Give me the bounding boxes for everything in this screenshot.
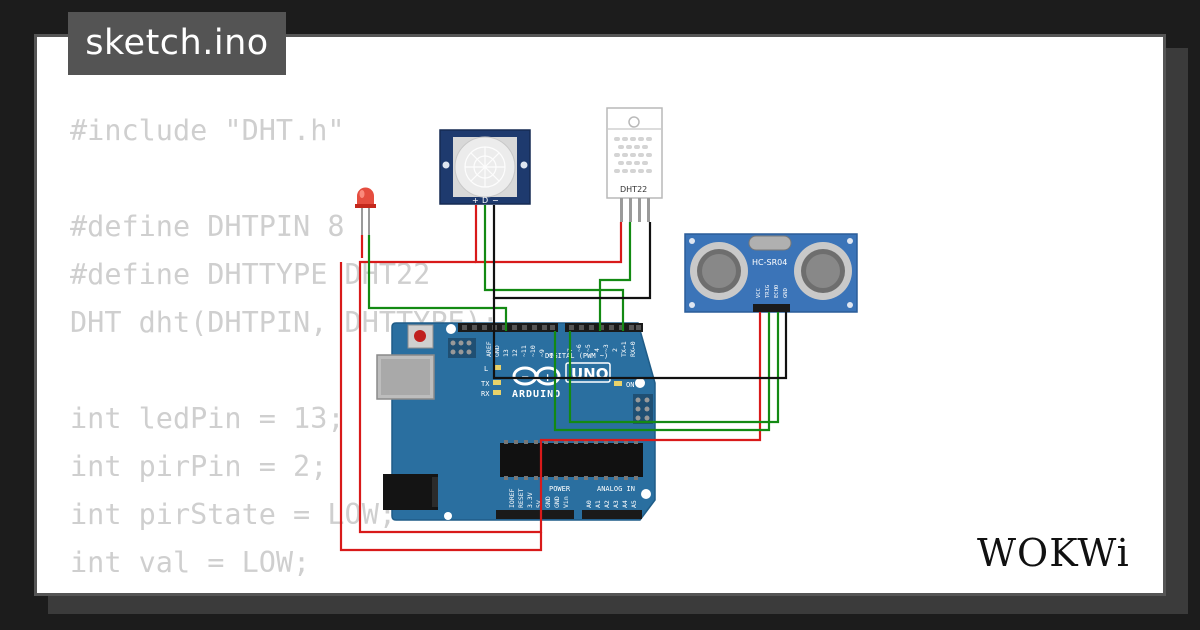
wokwi-logo: WOKWi bbox=[977, 531, 1130, 575]
pin-label: A4 bbox=[621, 500, 629, 508]
pin-label: GND bbox=[553, 496, 561, 508]
code-line: #include "DHT.h" bbox=[70, 114, 345, 147]
pin-label: TX→1 bbox=[620, 341, 628, 357]
code-line: #define DHTPIN 8 bbox=[70, 210, 345, 243]
sonar-pin-label: ECHO bbox=[774, 285, 780, 298]
dht-label: DHT22 bbox=[620, 185, 647, 194]
arduino-uno-board[interactable]: AREF GND 13 12 ~11 ~10 ~9 8 7 ~6 ~5 4 ~3… bbox=[376, 322, 656, 521]
power-header-label: POWER bbox=[549, 485, 571, 493]
pir-pin-gnd: − bbox=[492, 196, 499, 205]
file-title: sketch.ino bbox=[68, 12, 286, 75]
pin-label: A0 bbox=[585, 500, 593, 508]
pin-label: Vin bbox=[562, 496, 570, 508]
led-label-on: ON bbox=[626, 381, 634, 389]
pin-label: ~5 bbox=[584, 344, 592, 352]
pin-label: 8 bbox=[547, 353, 555, 357]
pin-label: ~9 bbox=[538, 349, 546, 357]
pin-label: 3.3V bbox=[526, 492, 534, 508]
code-line: int ledPin = 13; bbox=[70, 402, 345, 435]
pir-motion-sensor[interactable]: + D − bbox=[439, 129, 531, 205]
pin-label: 2 bbox=[611, 348, 619, 352]
digital-header-label: DIGITAL (PWM ~) bbox=[545, 352, 608, 360]
wokwi-logo-text: WOKWi bbox=[977, 531, 1130, 575]
board-brand: ARDUINO bbox=[512, 389, 561, 400]
pin-label: ~6 bbox=[575, 344, 583, 352]
code-line: int pirPin = 2; bbox=[70, 450, 328, 483]
led-label-l: L bbox=[484, 365, 488, 373]
pin-label: GND bbox=[544, 496, 552, 508]
dht22-sensor[interactable]: DHT22 bbox=[606, 107, 663, 222]
board-model: UNO bbox=[571, 365, 609, 383]
pin-label: ~10 bbox=[529, 345, 537, 357]
code-line: int val = LOW; bbox=[70, 546, 311, 579]
pin-label: RESET bbox=[517, 488, 525, 508]
wires bbox=[339, 205, 788, 552]
led-label-rx: RX bbox=[481, 390, 490, 398]
pir-pin-d: D bbox=[482, 196, 488, 205]
pir-pin-vcc: + bbox=[472, 196, 479, 205]
led-label-tx: TX bbox=[481, 380, 490, 388]
analog-header-label: ANALOG IN bbox=[597, 485, 635, 493]
pin-label: A2 bbox=[603, 500, 611, 508]
arduino-infinity-logo bbox=[512, 366, 561, 386]
red-led[interactable] bbox=[355, 187, 376, 235]
pin-label: 13 bbox=[502, 349, 510, 357]
hc-sr04-ultrasonic-sensor[interactable]: HC-SR04 VCC TRIG ECHO GND bbox=[684, 233, 858, 313]
pin-label: ~11 bbox=[520, 345, 528, 357]
sonar-pin-label: VCC bbox=[756, 288, 762, 298]
sonar-pin-label: TRIG bbox=[765, 285, 771, 298]
sonar-label: HC-SR04 bbox=[752, 258, 787, 267]
sonar-pin-label: GND bbox=[783, 288, 789, 298]
pin-label: GND bbox=[493, 345, 501, 357]
code-line: #define DHTTYPE DHT22 bbox=[70, 258, 431, 291]
pin-label: RX←0 bbox=[629, 341, 637, 357]
pin-label: A5 bbox=[630, 500, 638, 508]
pin-label: 12 bbox=[511, 349, 519, 357]
pin-label: A1 bbox=[594, 500, 602, 508]
pin-label: 5V bbox=[535, 500, 543, 508]
pin-label: A3 bbox=[612, 500, 620, 508]
pin-label: IOREF bbox=[508, 488, 516, 508]
pin-label: 4 bbox=[593, 348, 601, 352]
pin-label: AREF bbox=[485, 341, 493, 357]
pin-label: ~3 bbox=[602, 344, 610, 352]
